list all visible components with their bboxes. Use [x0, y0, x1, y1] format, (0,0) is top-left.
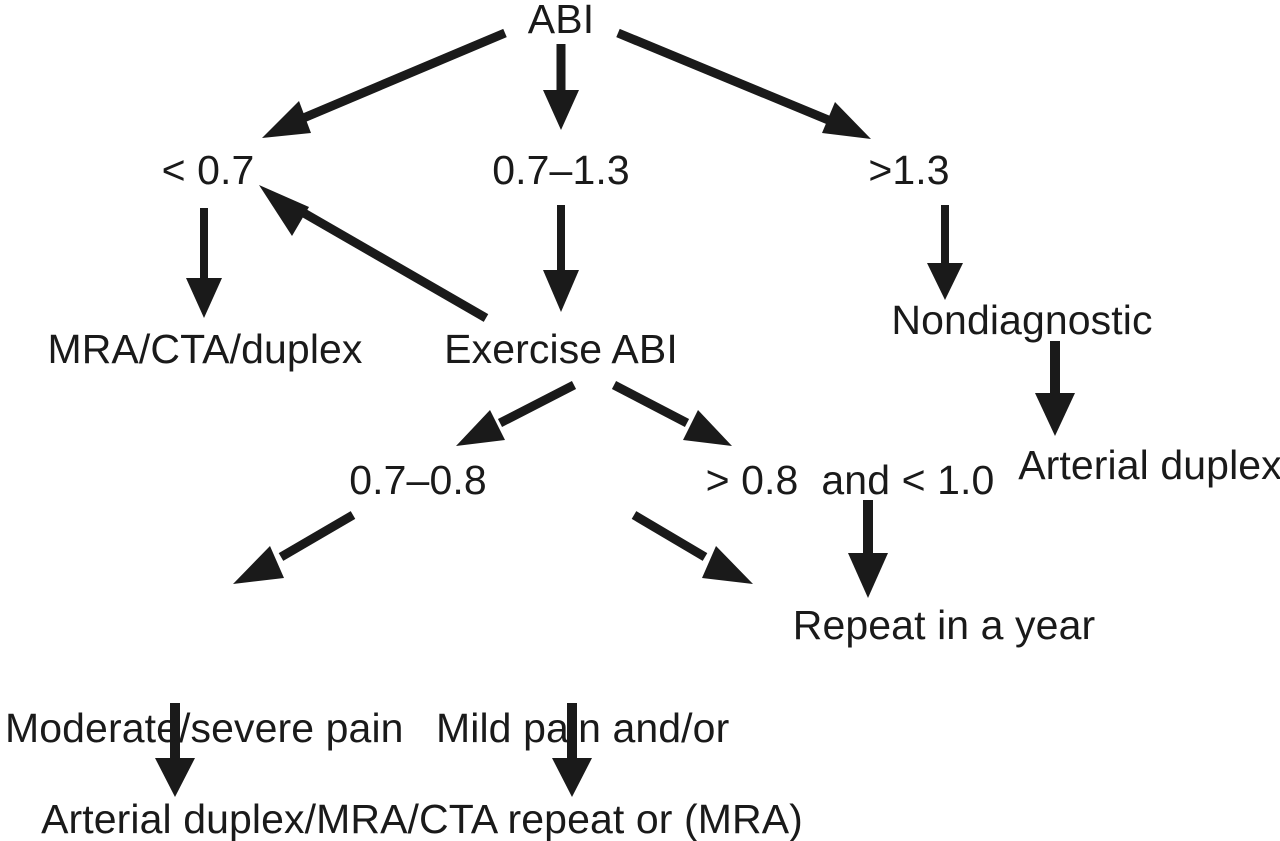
- edge-lt07-to-mra: [186, 208, 222, 318]
- edge-exercise-to-range0708: [456, 380, 577, 446]
- node-nondiagnostic: Nondiagnostic: [891, 297, 1153, 343]
- node-arterial-duplex: Arterial duplex: [1018, 442, 1280, 488]
- node-range-0-7-1-3: 0.7–1.3: [492, 147, 630, 193]
- node-mild-pain: Mild pain and/or no limitation: [436, 603, 729, 841]
- node-moderate-severe-pain: Moderate/severe pain and/or limitation: [5, 603, 404, 841]
- edge-abi-to-gt13: [616, 28, 871, 139]
- node-mra-cta-duplex: MRA/CTA/duplex: [47, 326, 363, 372]
- edge-range0708-to-mild: [631, 511, 753, 584]
- node-range-0-7-0-8: 0.7–0.8: [349, 457, 487, 503]
- node-exercise-abi: Exercise ABI: [444, 326, 678, 372]
- mild-pain-line-1: Mild pain and/or: [436, 705, 730, 752]
- edge-range0713-to-exercise: [543, 205, 579, 312]
- node-lt-0-7: < 0.7: [161, 147, 255, 193]
- edge-exercise-to-lt07: [259, 185, 489, 322]
- node-gt-0-8-and-lt-1-0: > 0.8 and < 1.0: [705, 457, 995, 503]
- node-gt-1-3: >1.3: [868, 147, 950, 193]
- edge-range0708-to-moderate: [233, 511, 356, 584]
- edge-exercise-to-gt08: [611, 381, 732, 446]
- edge-gt13-to-nondiagnostic: [927, 205, 963, 300]
- node-final-outcome: Arterial duplex/MRA/CTA repeat or (MRA): [41, 796, 803, 841]
- moderate-severe-line-1: Moderate/severe pain: [5, 705, 404, 752]
- edge-gt08-to-repeat: [848, 500, 888, 598]
- edge-abi-to-range0713: [543, 44, 579, 130]
- node-abi: ABI: [527, 0, 595, 42]
- node-repeat-in-a-year: Repeat in a year: [792, 602, 1096, 648]
- edge-abi-to-lt07: [262, 28, 507, 138]
- edge-nondiagnostic-to-arterial-duplex: [1035, 341, 1075, 436]
